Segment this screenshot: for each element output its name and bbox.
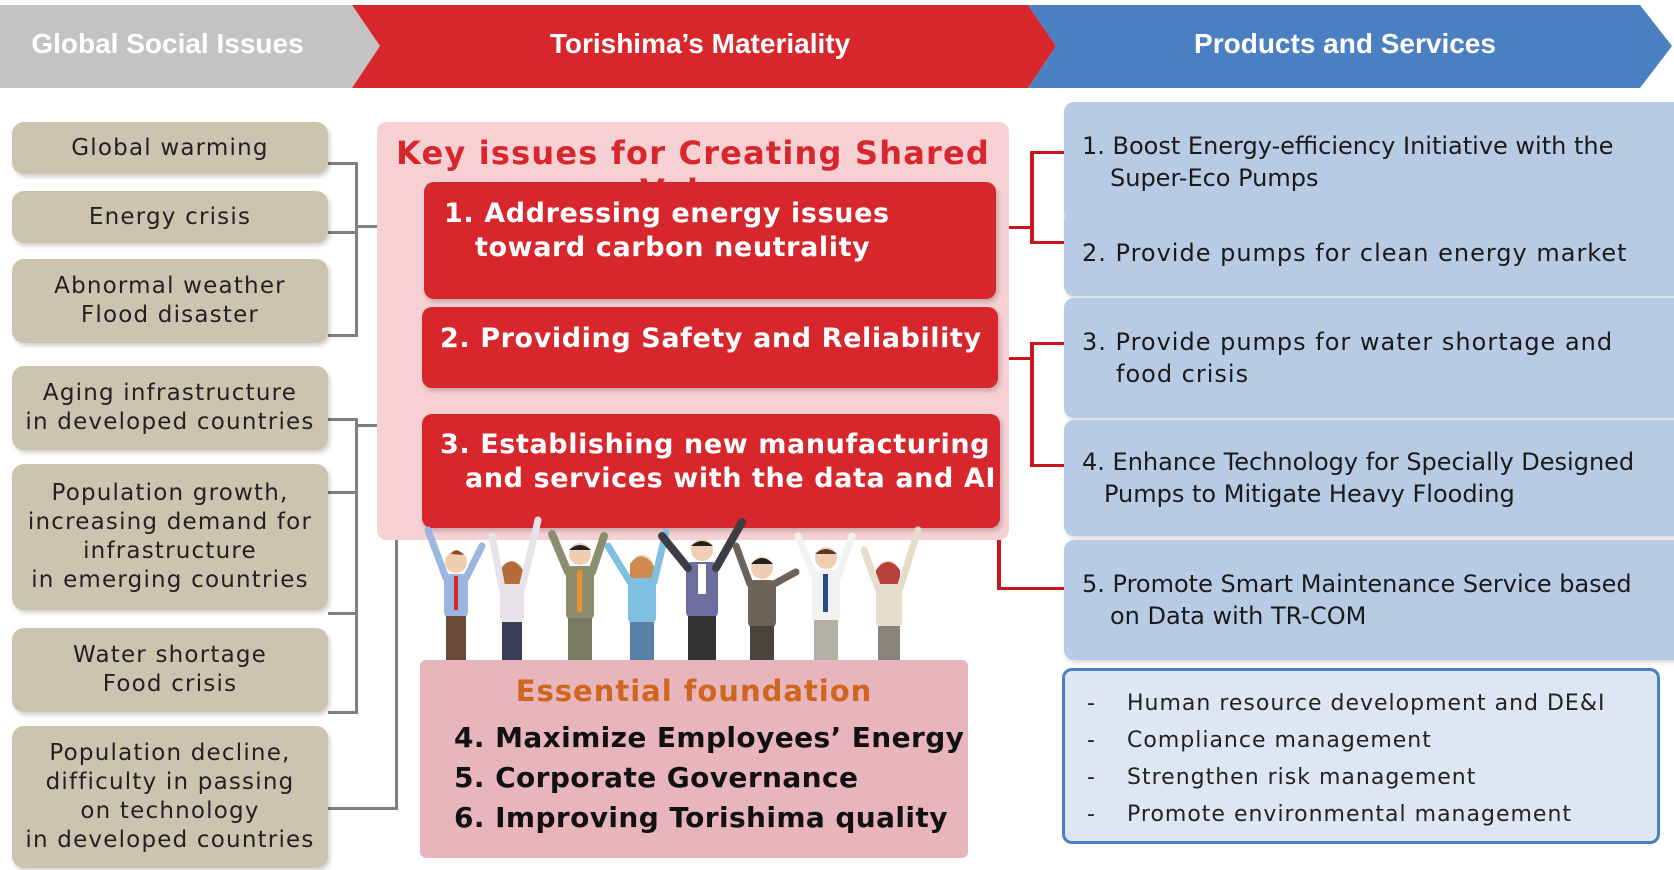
connector-issues-group1-v	[355, 162, 358, 337]
product-item-4: 4. Enhance Technology for Specially Desi…	[1064, 420, 1674, 536]
foundation-item: 4. Maximize Employees’ Energy	[454, 721, 965, 754]
header-social-issues: Global Social Issues	[31, 28, 304, 59]
person-figure	[548, 530, 608, 660]
initiative-item: - Promote environmental management	[1087, 796, 1657, 833]
issue-line: Population decline,	[49, 740, 291, 766]
product-line: 3. Provide pumps for water shortage and	[1082, 328, 1614, 356]
person-figure	[732, 542, 800, 660]
materiality-item-2: 2. Providing Safety and Reliability	[422, 307, 998, 388]
red-connector-mat1-v	[1030, 151, 1034, 244]
red-connector-prod1-h	[1030, 151, 1064, 154]
issue-line: on technology	[80, 798, 260, 824]
person-figure	[794, 532, 856, 660]
header-chevron-products	[1028, 5, 1672, 88]
social-issue-aging-infrastructure: Aging infrastructure in developed countr…	[12, 366, 328, 450]
product-line: 4. Enhance Technology for Specially Desi…	[1082, 448, 1635, 476]
bullet-dash: -	[1087, 728, 1096, 753]
product-line: on Data with TR-COM	[1110, 602, 1367, 630]
initiative-item: - Human resource development and DE&I	[1087, 685, 1657, 722]
issue-line: Food crisis	[102, 671, 238, 697]
product-line: 1. Boost Energy-efficiency Initiative wi…	[1082, 132, 1614, 160]
header-chevron-materiality	[352, 5, 1056, 88]
issue-line: Population growth,	[51, 480, 289, 506]
foundation-item: 6. Improving Torishima quality	[454, 801, 948, 834]
connector-issue7-h	[328, 807, 398, 810]
initiative-label: Promote environmental management	[1127, 802, 1573, 827]
materiality-line: and services with the data and AI	[465, 463, 997, 494]
person-figure	[424, 526, 486, 660]
issue-line: Abnormal weather	[54, 273, 286, 299]
foundation-initiatives-box: - Human resource development and DE&I - …	[1062, 668, 1660, 844]
product-item-1: 1. Boost Energy-efficiency Initiative wi…	[1064, 102, 1674, 222]
initiative-label: Human resource development and DE&I	[1127, 691, 1606, 716]
initiative-item: - Strengthen risk management	[1087, 759, 1657, 796]
issue-line: increasing demand for	[27, 509, 313, 535]
person-figure	[488, 516, 542, 660]
bullet-dash: -	[1087, 691, 1096, 716]
social-issue-population-growth: Population growth, increasing demand for…	[12, 464, 328, 610]
social-issue-global-warming: Global warming	[12, 122, 328, 174]
connector-issues-group2-v	[355, 418, 358, 713]
issue-line: infrastructure	[83, 538, 257, 564]
cheering-people-illustration	[424, 516, 922, 660]
product-line: Pumps to Mitigate Heavy Flooding	[1104, 480, 1515, 508]
product-line: 5. Promote Smart Maintenance Service bas…	[1082, 570, 1632, 598]
social-issue-water-shortage: Water shortage Food crisis	[12, 628, 328, 712]
foundation-panel: Essential foundation 4. Maximize Employe…	[420, 660, 968, 858]
materiality-item-3: 3. Establishing new manufacturing and se…	[422, 414, 1000, 528]
connector-issue2-h	[328, 231, 358, 234]
issue-line: difficulty in passing	[45, 769, 295, 795]
initiative-item: - Compliance management	[1087, 722, 1657, 759]
header-chevrons	[0, 5, 1672, 88]
product-line: food crisis	[1116, 360, 1250, 388]
product-line: 2. Provide pumps for clean energy market	[1082, 239, 1628, 267]
materiality-line: 2. Providing Safety and Reliability	[440, 323, 982, 354]
issue-line: Water shortage	[72, 642, 268, 668]
materiality-line: 1. Addressing energy issues	[444, 198, 890, 229]
connector-issue7-rise	[395, 462, 398, 810]
product-item-2: 2. Provide pumps for clean energy market	[1064, 210, 1674, 296]
social-issue-abnormal-weather: Abnormal weather Flood disaster	[12, 259, 328, 343]
connector-issue1-h	[328, 162, 358, 165]
header-materiality: Torishima’s Materiality	[549, 28, 851, 59]
connector-group2-h	[355, 424, 395, 427]
connector-issue5b-h	[328, 612, 358, 615]
person-figure	[604, 528, 670, 660]
issue-line: Aging infrastructure	[42, 380, 298, 406]
product-item-5: 5. Promote Smart Maintenance Service bas…	[1064, 540, 1674, 660]
red-connector-prod5-h	[997, 587, 1064, 590]
issue-line: in developed countries	[25, 827, 315, 853]
issue-line: in developed countries	[25, 409, 315, 435]
initiative-label: Compliance management	[1127, 728, 1432, 753]
connector-issue6-h	[328, 711, 358, 714]
social-issue-population-decline: Population decline, difficulty in passin…	[12, 726, 328, 868]
materiality-item-1: 1. Addressing energy issues toward carbo…	[424, 182, 996, 299]
person-figure	[860, 526, 922, 660]
red-connector-mat2-v	[1030, 342, 1034, 467]
social-issue-energy-crisis: Energy crisis	[12, 191, 328, 243]
materiality-line: 3. Establishing new manufacturing	[440, 429, 991, 460]
connector-issue4-h	[328, 418, 358, 421]
materiality-line: toward carbon neutrality	[475, 232, 871, 263]
product-line: Super-Eco Pumps	[1110, 164, 1319, 192]
bullet-dash: -	[1087, 802, 1096, 827]
product-item-3: 3. Provide pumps for water shortage and …	[1064, 298, 1674, 418]
issue-line: Flood disaster	[80, 302, 260, 328]
connector-issue3-h	[328, 334, 358, 337]
header-chevron-social	[0, 5, 380, 88]
foundation-item: 5. Corporate Governance	[454, 761, 859, 794]
initiative-label: Strengthen risk management	[1127, 765, 1477, 790]
red-connector-prod3-h	[1030, 342, 1064, 345]
header-products: Products and Services	[1194, 28, 1496, 59]
red-connector-prod2-h	[1030, 241, 1064, 244]
bullet-dash: -	[1087, 765, 1096, 790]
issue-line: Global warming	[71, 134, 269, 161]
connector-issue5-h	[328, 491, 358, 494]
red-connector-prod4-h	[1030, 464, 1064, 467]
foundation-title: Essential foundation	[515, 674, 873, 708]
issue-line: Energy crisis	[88, 203, 252, 230]
key-issues-title: Key issues for Creating Shared Value	[396, 134, 990, 210]
person-figure	[658, 518, 746, 660]
issue-line: in emerging countries	[31, 567, 309, 593]
